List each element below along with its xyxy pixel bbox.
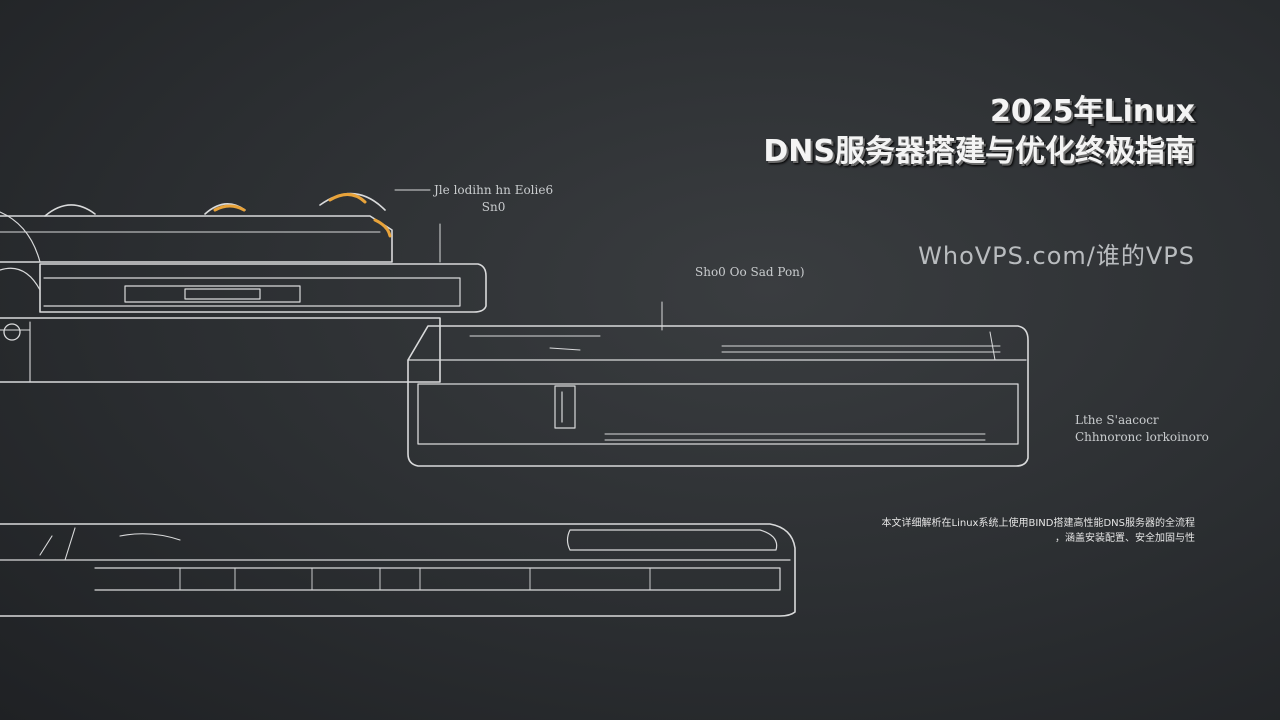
sketch-label-top: Jle lodihn hn Eolie6 Sn0 [434,183,554,214]
accent-clip-2 [373,218,392,238]
article-description: 本文详细解析在Linux系统上使用BIND搭建高性能DNS服务器的全流程 ，涵盖… [775,516,1195,546]
bottom-device-body [0,523,796,617]
description-line-1: 本文详细解析在Linux系统上使用BIND搭建高性能DNS服务器的全流程 [881,518,1195,529]
description-line-2: ，涵盖安装配置、安全加固与性 [1055,533,1195,544]
site-watermark: WhoVPS.com/谁的VPS [918,242,1195,270]
left-chassis [0,317,441,383]
top-device-body [0,215,393,263]
sketch-label-middle: Sho0 Oo Sad Pon) [695,265,805,279]
central-device-body [407,325,1029,467]
article-title: 2025年Linux DNS服务器搭建与优化终极指南 [763,92,1195,172]
sketch-label-right: Lthe S'aacocr Chhnoronc lorkoinoro [1075,413,1209,444]
mid-device-body [39,263,487,313]
accent-clip-3 [213,204,246,212]
accent-clip-1 [328,193,367,204]
title-line-2: DNS服务器搭建与优化终极指南 [763,134,1195,169]
title-line-1: 2025年Linux [990,94,1195,129]
